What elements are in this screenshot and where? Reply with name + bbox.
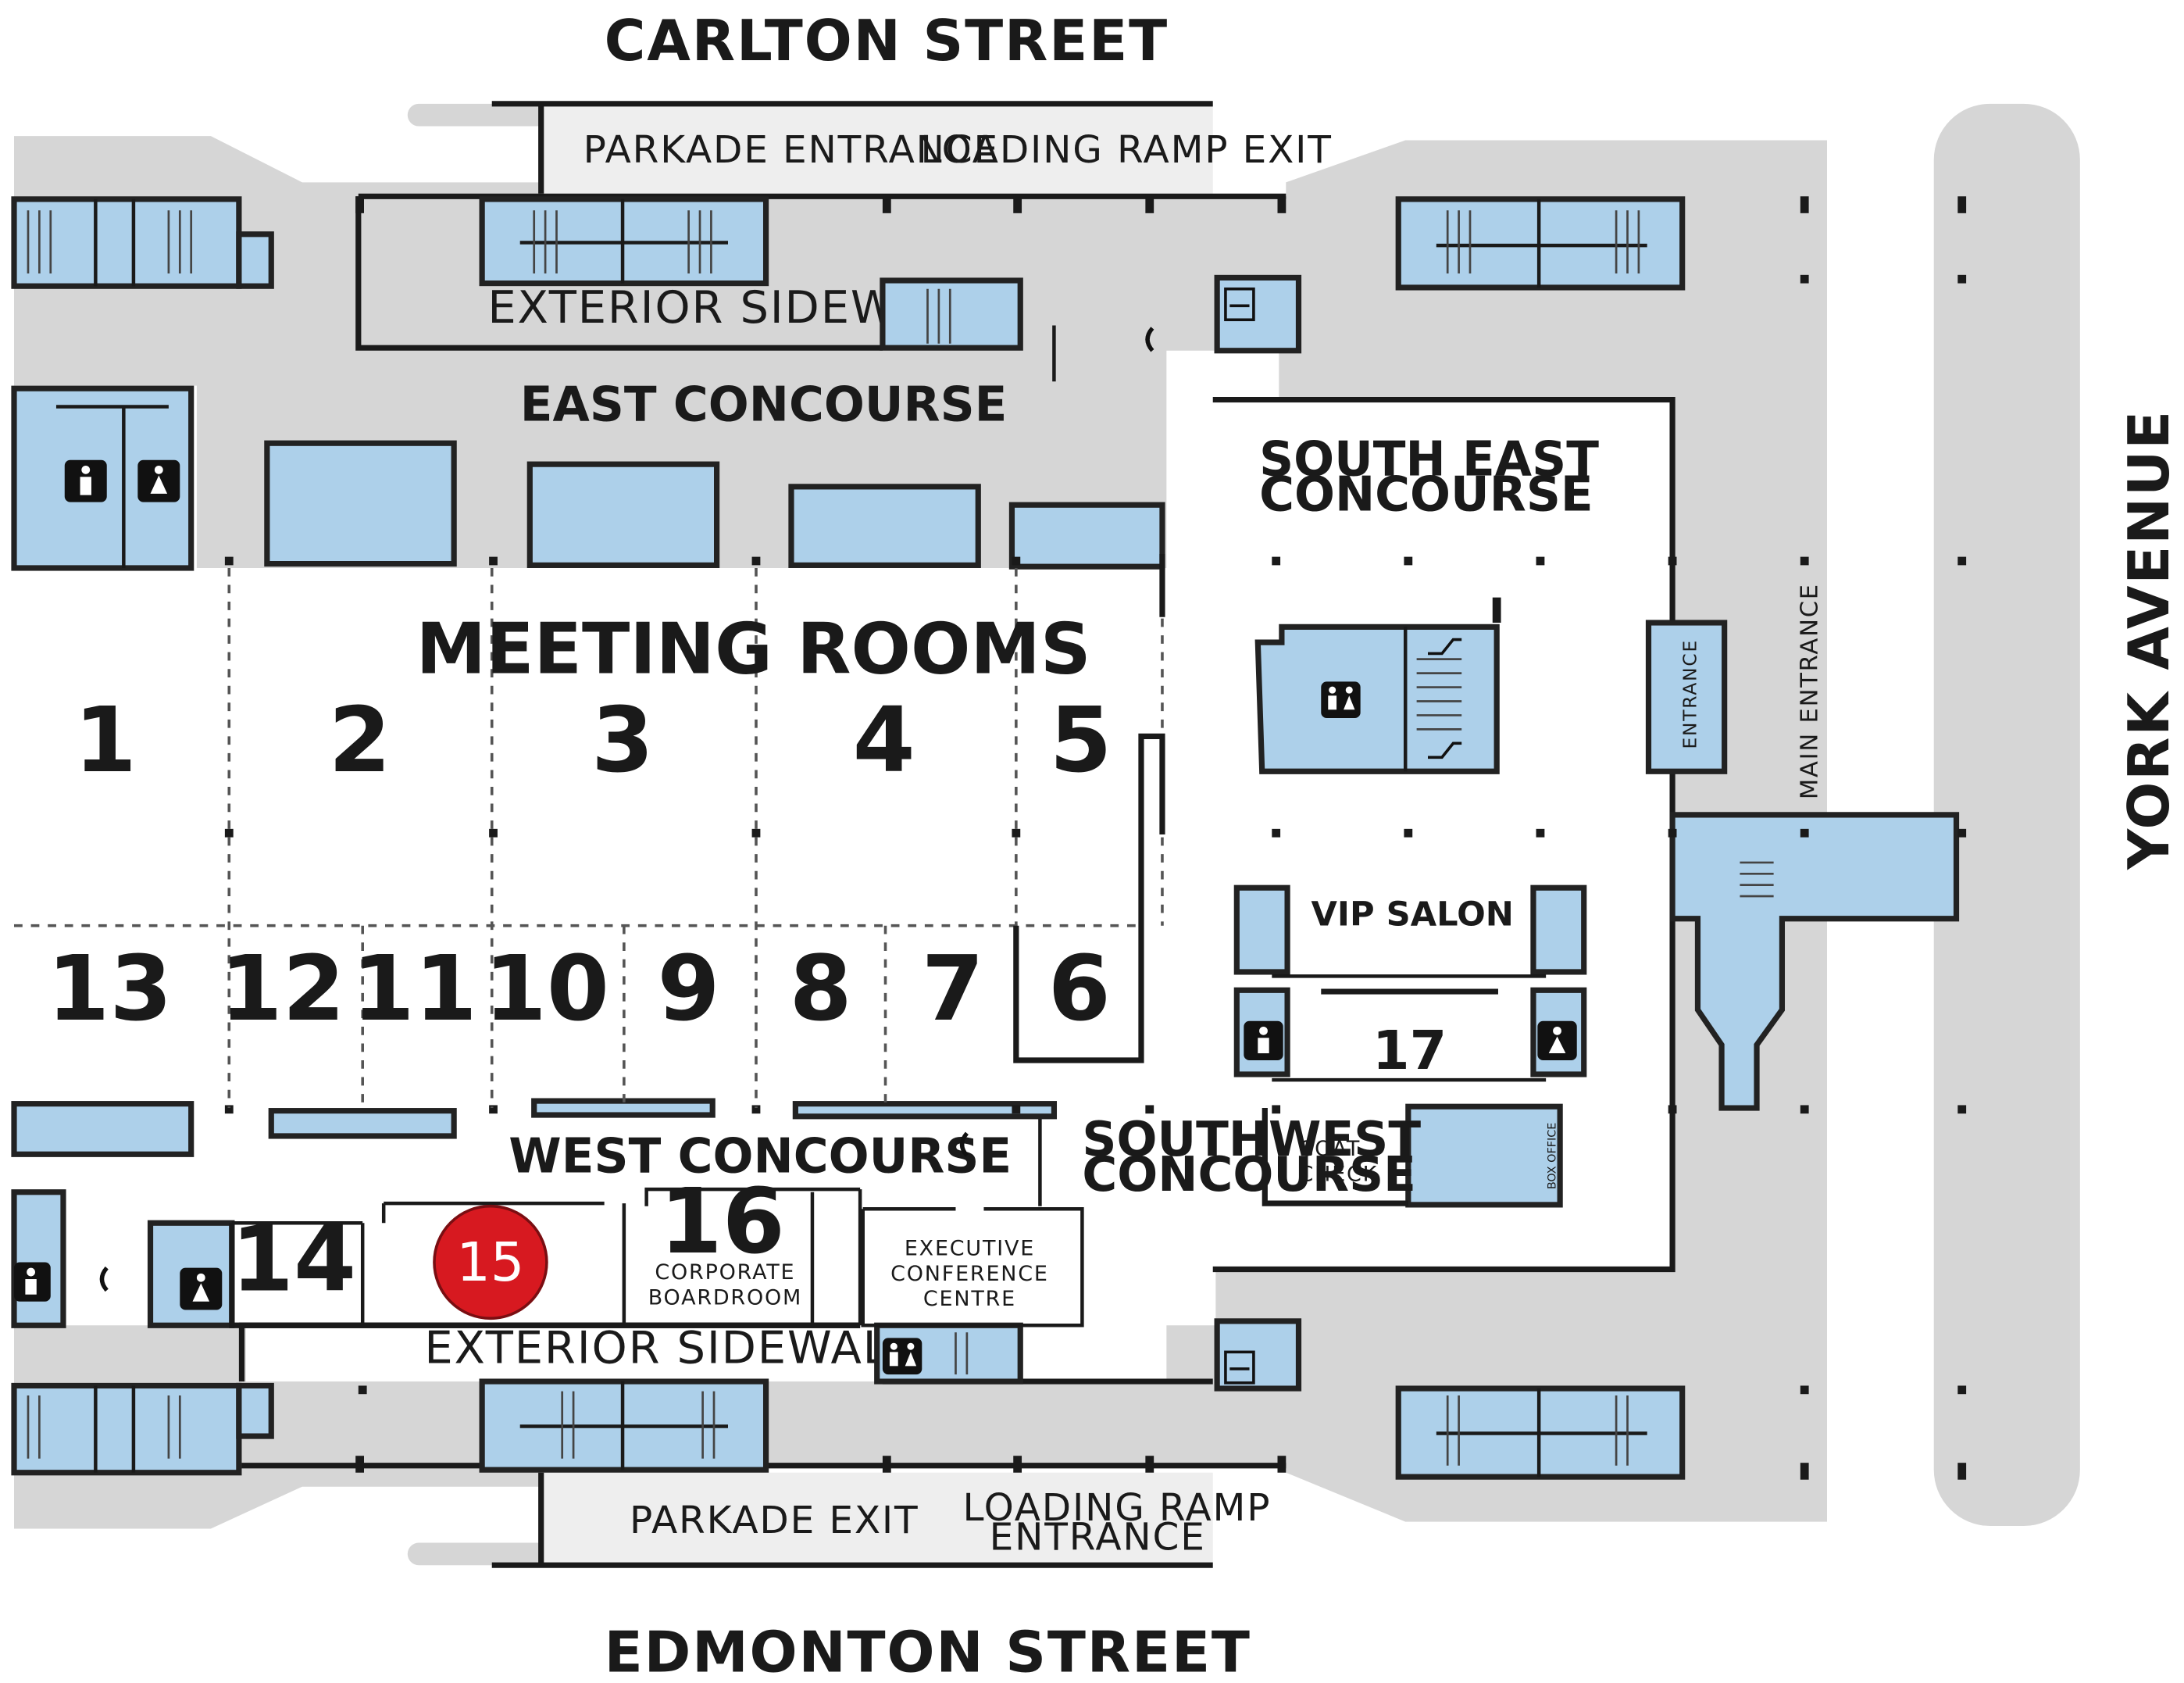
stair-hatching <box>27 210 1774 1466</box>
room-15-highlight-circle <box>433 1204 548 1320</box>
meeting-rooms-title: MEETING ROOMS <box>416 609 1091 691</box>
room-1[interactable]: 1 <box>74 688 137 793</box>
meeting-rooms-top: 1 2 3 4 5 <box>74 688 1112 793</box>
entrance-label: ENTRANCE <box>1679 639 1701 749</box>
washroom-family-icon[interactable] <box>1321 681 1361 719</box>
washroom-women-icon[interactable] <box>137 459 180 502</box>
room-9[interactable]: 9 <box>658 937 720 1042</box>
box-office-label: BOX OFFICE <box>1547 1123 1559 1189</box>
room-5[interactable]: 5 <box>1050 688 1112 793</box>
room-11[interactable]: 11 <box>352 937 477 1042</box>
southwest-concourse-label-1: SOUTHWEST <box>1082 1112 1421 1167</box>
west-rooms <box>229 1187 1084 1328</box>
edmonton-street-label: EDMONTON STREET <box>605 1620 1251 1683</box>
south-ramp <box>541 1472 1213 1566</box>
elevator-icon[interactable] <box>1224 1350 1255 1385</box>
carlton-curb <box>407 103 548 127</box>
vip-salon-walls <box>1262 974 1547 1206</box>
room-13[interactable]: 13 <box>47 937 172 1042</box>
escalator-icon[interactable] <box>1428 638 1462 759</box>
phone-icon[interactable] <box>959 1131 969 1157</box>
room-2[interactable]: 2 <box>329 688 391 793</box>
west-concourse-label: WEST CONCOURSE <box>509 1129 1012 1185</box>
room-4[interactable]: 4 <box>853 688 915 793</box>
washroom-men-icon[interactable] <box>1244 1020 1283 1061</box>
washroom-men-icon[interactable] <box>13 1262 51 1302</box>
east-concourse-label: EAST CONCOURSE <box>520 377 1008 433</box>
room-10[interactable]: 10 <box>484 937 609 1042</box>
parkade-exit-label: PARKADE EXIT <box>630 1499 919 1542</box>
room-15-marker[interactable]: 15 <box>433 1204 548 1320</box>
north-ramp <box>541 103 1213 194</box>
ramps: PARKADE ENTRANCE LOADING RAMP EXIT PARKA… <box>491 101 1332 1568</box>
southwest-concourse-label-2: CONCOURSE <box>1082 1147 1416 1202</box>
executive-line3: CENTRE <box>923 1287 1016 1311</box>
vip-salon-title: VIP SALON <box>1311 895 1513 934</box>
service-blocks <box>11 196 1960 1480</box>
edmonton-curb <box>407 1542 548 1566</box>
coat-check-line2: CHECK <box>1298 1162 1378 1186</box>
south-sidewalk-label: EXTERIOR SIDEWALK <box>424 1322 920 1374</box>
washroom-men-icon[interactable] <box>64 459 107 502</box>
room-partitions <box>13 554 1165 1109</box>
washroom-women-icon[interactable] <box>1537 1020 1577 1061</box>
meeting-rooms-bottom: 13 12 11 10 9 8 7 6 <box>47 937 1111 1042</box>
room-14[interactable]: 14 <box>231 1208 356 1313</box>
room-3[interactable]: 3 <box>591 688 654 793</box>
room-15-label: 15 <box>456 1232 524 1294</box>
loading-ramp-entrance-label-1: LOADING RAMP <box>962 1486 1271 1530</box>
room-7[interactable]: 7 <box>922 937 984 1042</box>
columns <box>224 196 1967 1480</box>
washroom-family-icon[interactable] <box>882 1338 922 1375</box>
room-12[interactable]: 12 <box>220 937 345 1042</box>
executive-line2: CONFERENCE <box>890 1262 1049 1286</box>
phone-icon[interactable] <box>99 1266 109 1292</box>
carlton-street-label: CARLTON STREET <box>605 8 1169 73</box>
coat-check-line1: COAT <box>1298 1137 1361 1161</box>
corporate-boardroom-line2: BOARDROOM <box>648 1285 802 1310</box>
south-east-concourse-label-1: SOUTH EAST <box>1259 432 1599 488</box>
york-avenue-road <box>1933 103 2080 1526</box>
main-entrance-label: MAIN ENTRANCE <box>1796 583 1823 799</box>
elevator-icon[interactable] <box>1224 287 1255 322</box>
room-17[interactable]: 17 <box>1372 1020 1447 1082</box>
executive-line1: EXECUTIVE <box>905 1237 1035 1261</box>
washroom-women-icon[interactable] <box>180 1267 223 1310</box>
room-6[interactable]: 6 <box>1048 937 1111 1042</box>
phone-icon[interactable] <box>1145 327 1154 352</box>
room-8[interactable]: 8 <box>790 937 852 1042</box>
loading-ramp-exit-label: LOADING RAMP EXIT <box>920 128 1332 172</box>
york-avenue-label: YORK AVENUE <box>2116 409 2182 870</box>
south-east-concourse-label-2: CONCOURSE <box>1259 466 1593 522</box>
parkade-entrance-label: PARKADE ENTRANCE <box>583 128 999 172</box>
corporate-boardroom-line1: CORPORATE <box>655 1260 795 1285</box>
loading-ramp-entrance-label-2: ENTRANCE <box>990 1516 1206 1560</box>
room-16-number[interactable]: 16 <box>660 1170 785 1274</box>
